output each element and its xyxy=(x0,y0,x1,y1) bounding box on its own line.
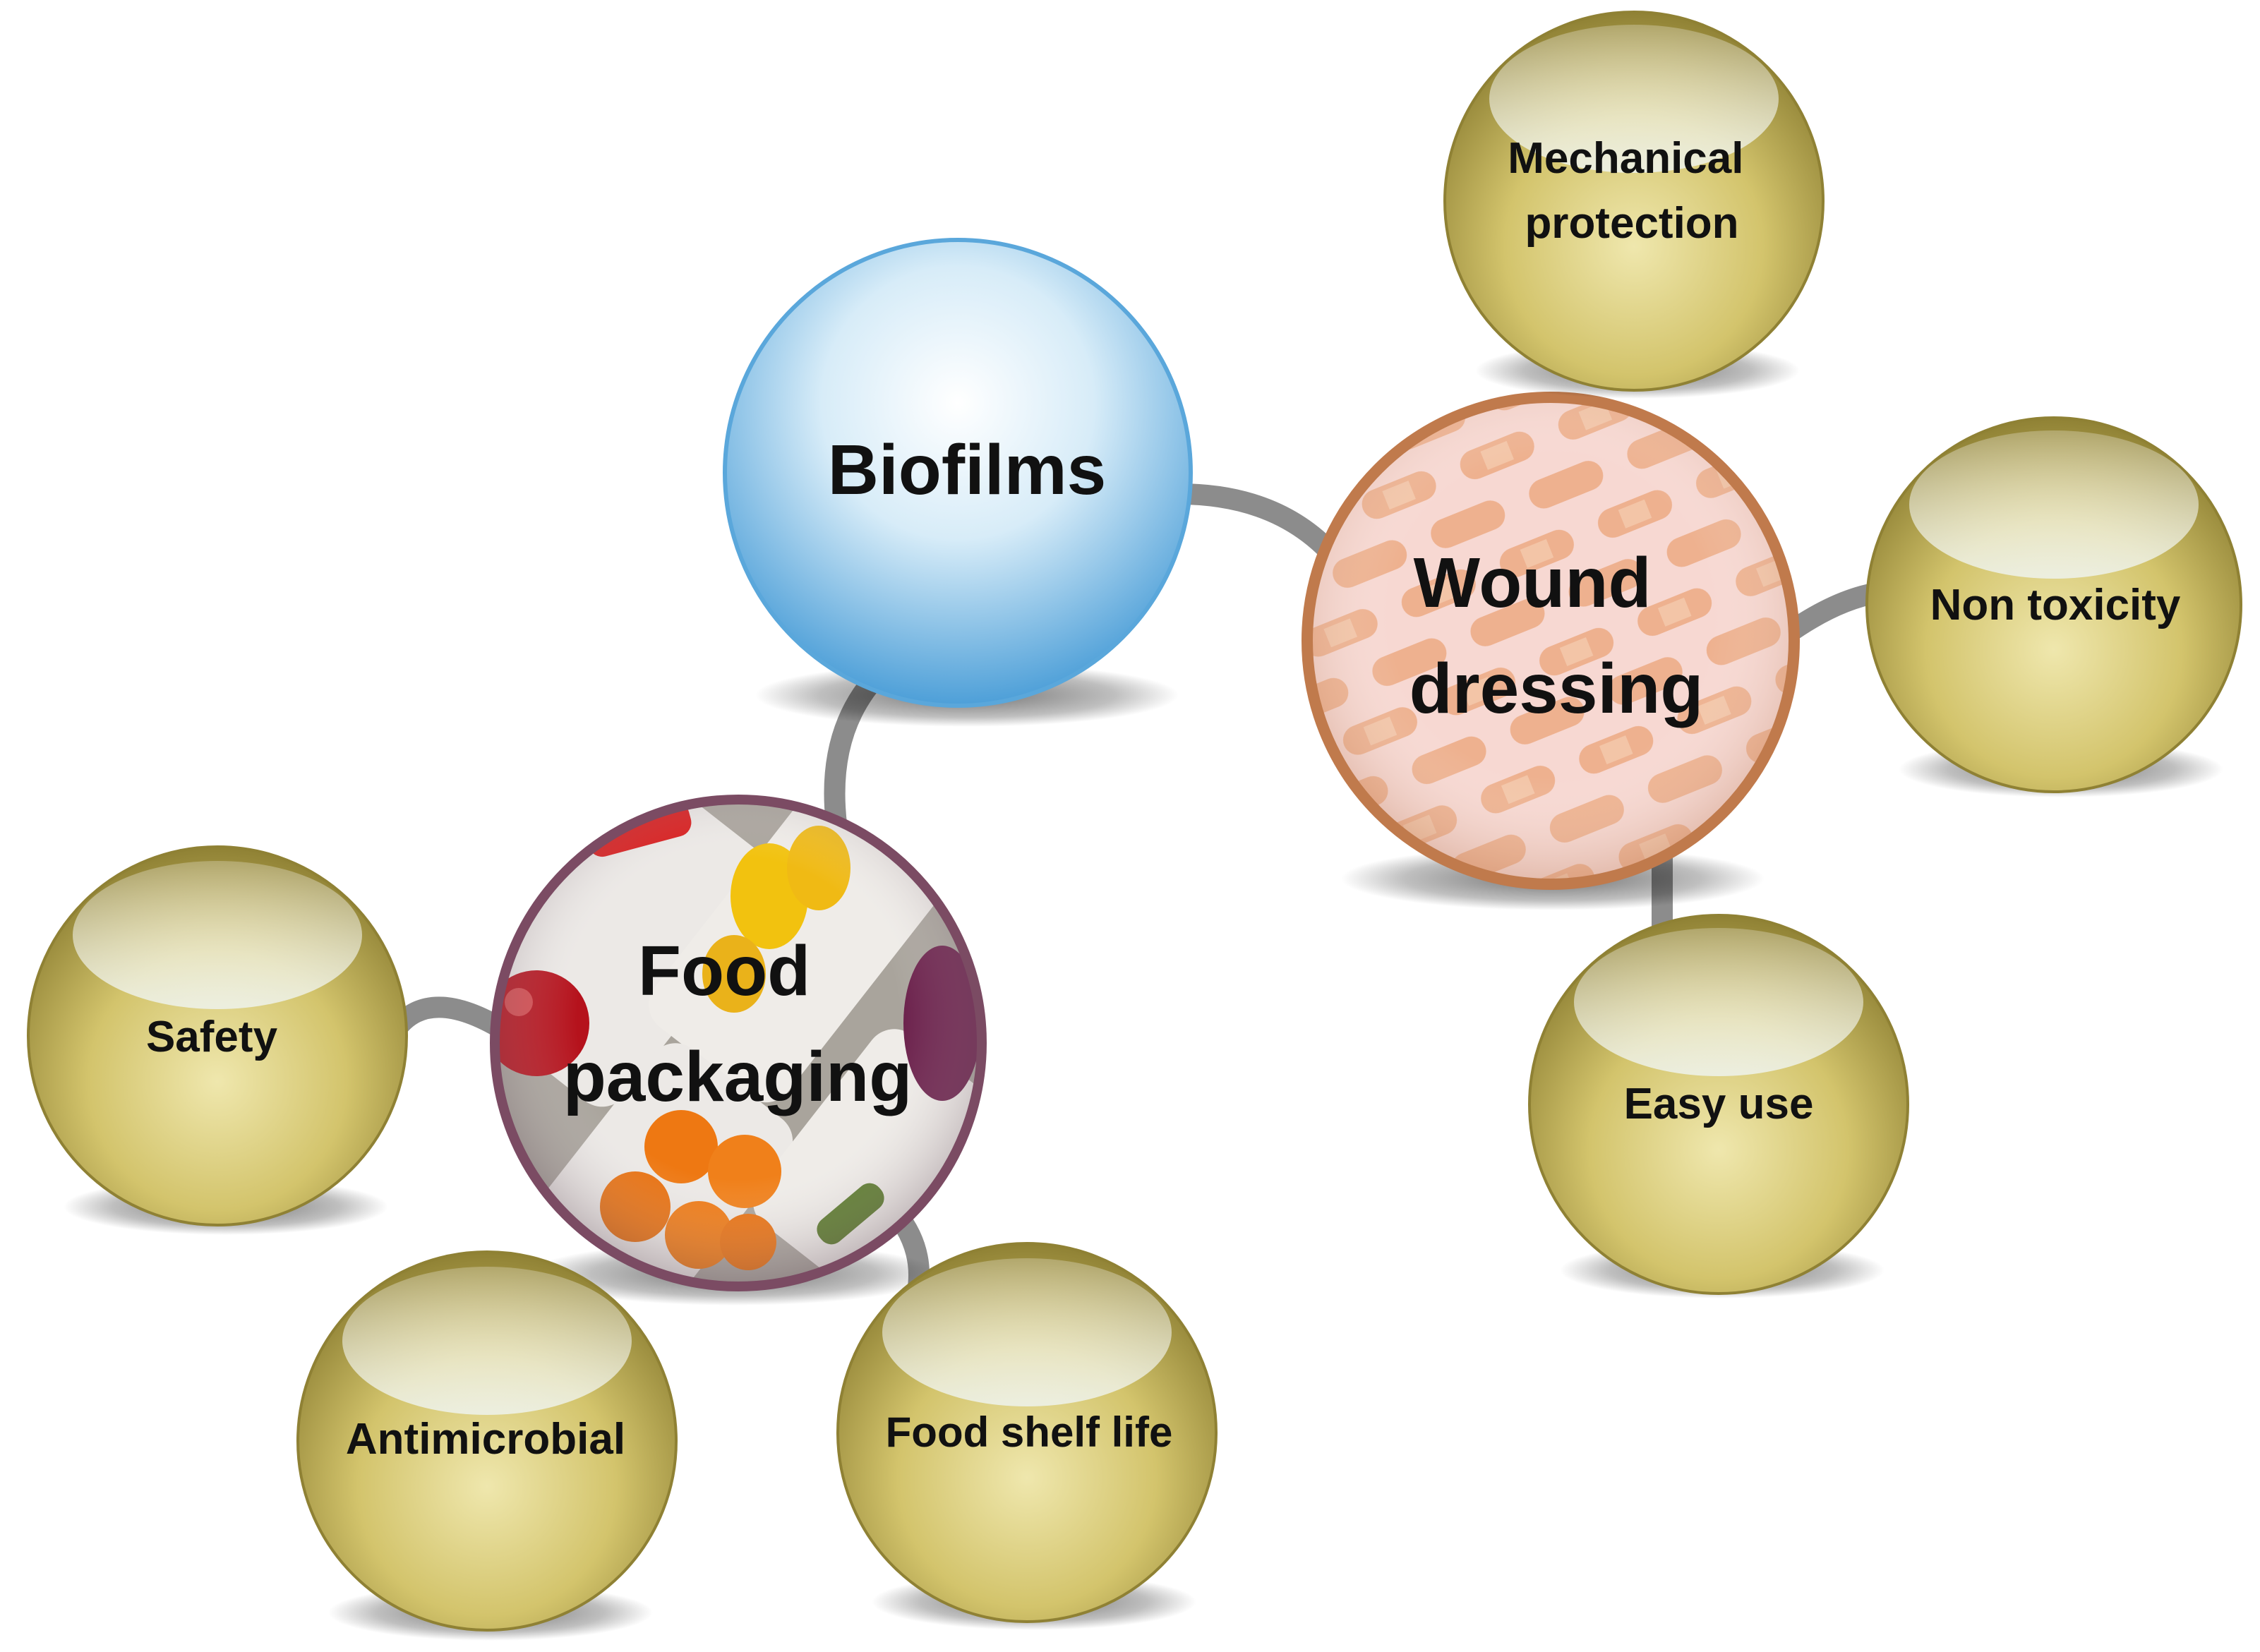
biofilms-node: Biofilms xyxy=(723,238,1193,727)
wound-dressing-label: Wound dressing xyxy=(1410,543,1704,728)
easy-use-label: Easy use xyxy=(1624,1080,1814,1128)
biofilms-label: Biofilms xyxy=(828,430,1106,510)
food-packaging-label: Food packaging xyxy=(563,931,913,1116)
mechanical-line-2: protection xyxy=(1525,199,1738,248)
food-packaging-node: Food packaging xyxy=(490,795,987,1306)
non-toxicity-label: Non toxicity xyxy=(1930,581,2181,629)
food-line-1: Food xyxy=(638,931,810,1011)
safety-label: Safety xyxy=(146,1013,278,1061)
property-mechanical-protection: Mechanical protection xyxy=(1443,11,1825,399)
property-easy-use: Easy use xyxy=(1528,914,1909,1298)
wound-line-2: dressing xyxy=(1410,649,1704,728)
property-food-shelf-life: Food shelf life xyxy=(836,1242,1218,1630)
property-safety: Safety xyxy=(27,845,408,1235)
mechanical-line-1: Mechanical xyxy=(1508,134,1743,183)
property-non-toxicity: Non toxicity xyxy=(1865,416,2242,797)
wound-line-1: Wound xyxy=(1414,543,1652,622)
connector-biofilms-wound xyxy=(1168,483,1352,575)
wound-dressing-node: Wound dressing xyxy=(1302,392,1800,910)
sphere xyxy=(723,238,1193,708)
food-shelf-life-label: Food shelf life xyxy=(886,1409,1173,1456)
svg-text:Mechanical protection: Mechanical protection xyxy=(1508,134,1755,248)
food-line-2: packaging xyxy=(563,1037,913,1116)
property-antimicrobial: Antimicrobial xyxy=(296,1250,678,1641)
antimicrobial-label: Antimicrobial xyxy=(346,1415,625,1464)
